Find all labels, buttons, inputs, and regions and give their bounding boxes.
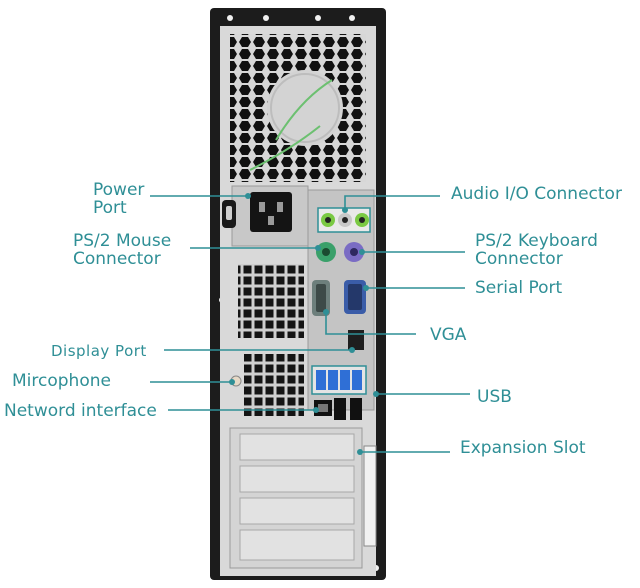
- label-power-port: Power Port: [93, 181, 144, 217]
- power-port: [250, 192, 292, 232]
- expansion-slots: [229, 427, 363, 569]
- label-power-port-line1: Power: [93, 180, 145, 200]
- serial-sticker: [363, 445, 377, 547]
- case-screw: [349, 15, 355, 21]
- psu-fan-vent: [230, 34, 366, 182]
- usb-ports: [311, 365, 367, 420]
- label-display-port: Display Port: [51, 342, 147, 360]
- audio-io-connector: [317, 207, 371, 233]
- label-power-port-line2: Port: [93, 198, 127, 218]
- label-ps2-mouse-line1: PS/2 Mouse: [73, 231, 172, 251]
- case-screw: [315, 15, 321, 21]
- label-serial-port: Serial Port: [475, 278, 563, 298]
- label-ps2-keyboard-line2: Connector: [475, 249, 563, 269]
- label-vga: VGA: [430, 325, 467, 345]
- label-ps2-mouse: PS/2 Mouse Connector: [73, 232, 171, 268]
- case-vent-lower: [244, 354, 304, 416]
- case-screw: [263, 15, 269, 21]
- label-ps2-mouse-line2: Connector: [73, 249, 161, 269]
- case-screw: [227, 15, 233, 21]
- leader-dots: [229, 193, 379, 455]
- label-microphone: Mircophone: [12, 371, 111, 391]
- label-audio-io: Audio I/O Connector: [451, 184, 622, 204]
- label-ps2-keyboard: PS/2 Keyboard Connector: [475, 232, 598, 268]
- label-network-interface: Netword interface: [4, 401, 157, 421]
- display-port-connector: [348, 330, 364, 350]
- leader-lines: [150, 195, 470, 453]
- label-usb: USB: [477, 387, 512, 407]
- case-vent-upper: [238, 264, 304, 338]
- label-ps2-keyboard-line1: PS/2 Keyboard: [475, 231, 598, 251]
- label-expansion-slot: Expansion Slot: [460, 438, 586, 458]
